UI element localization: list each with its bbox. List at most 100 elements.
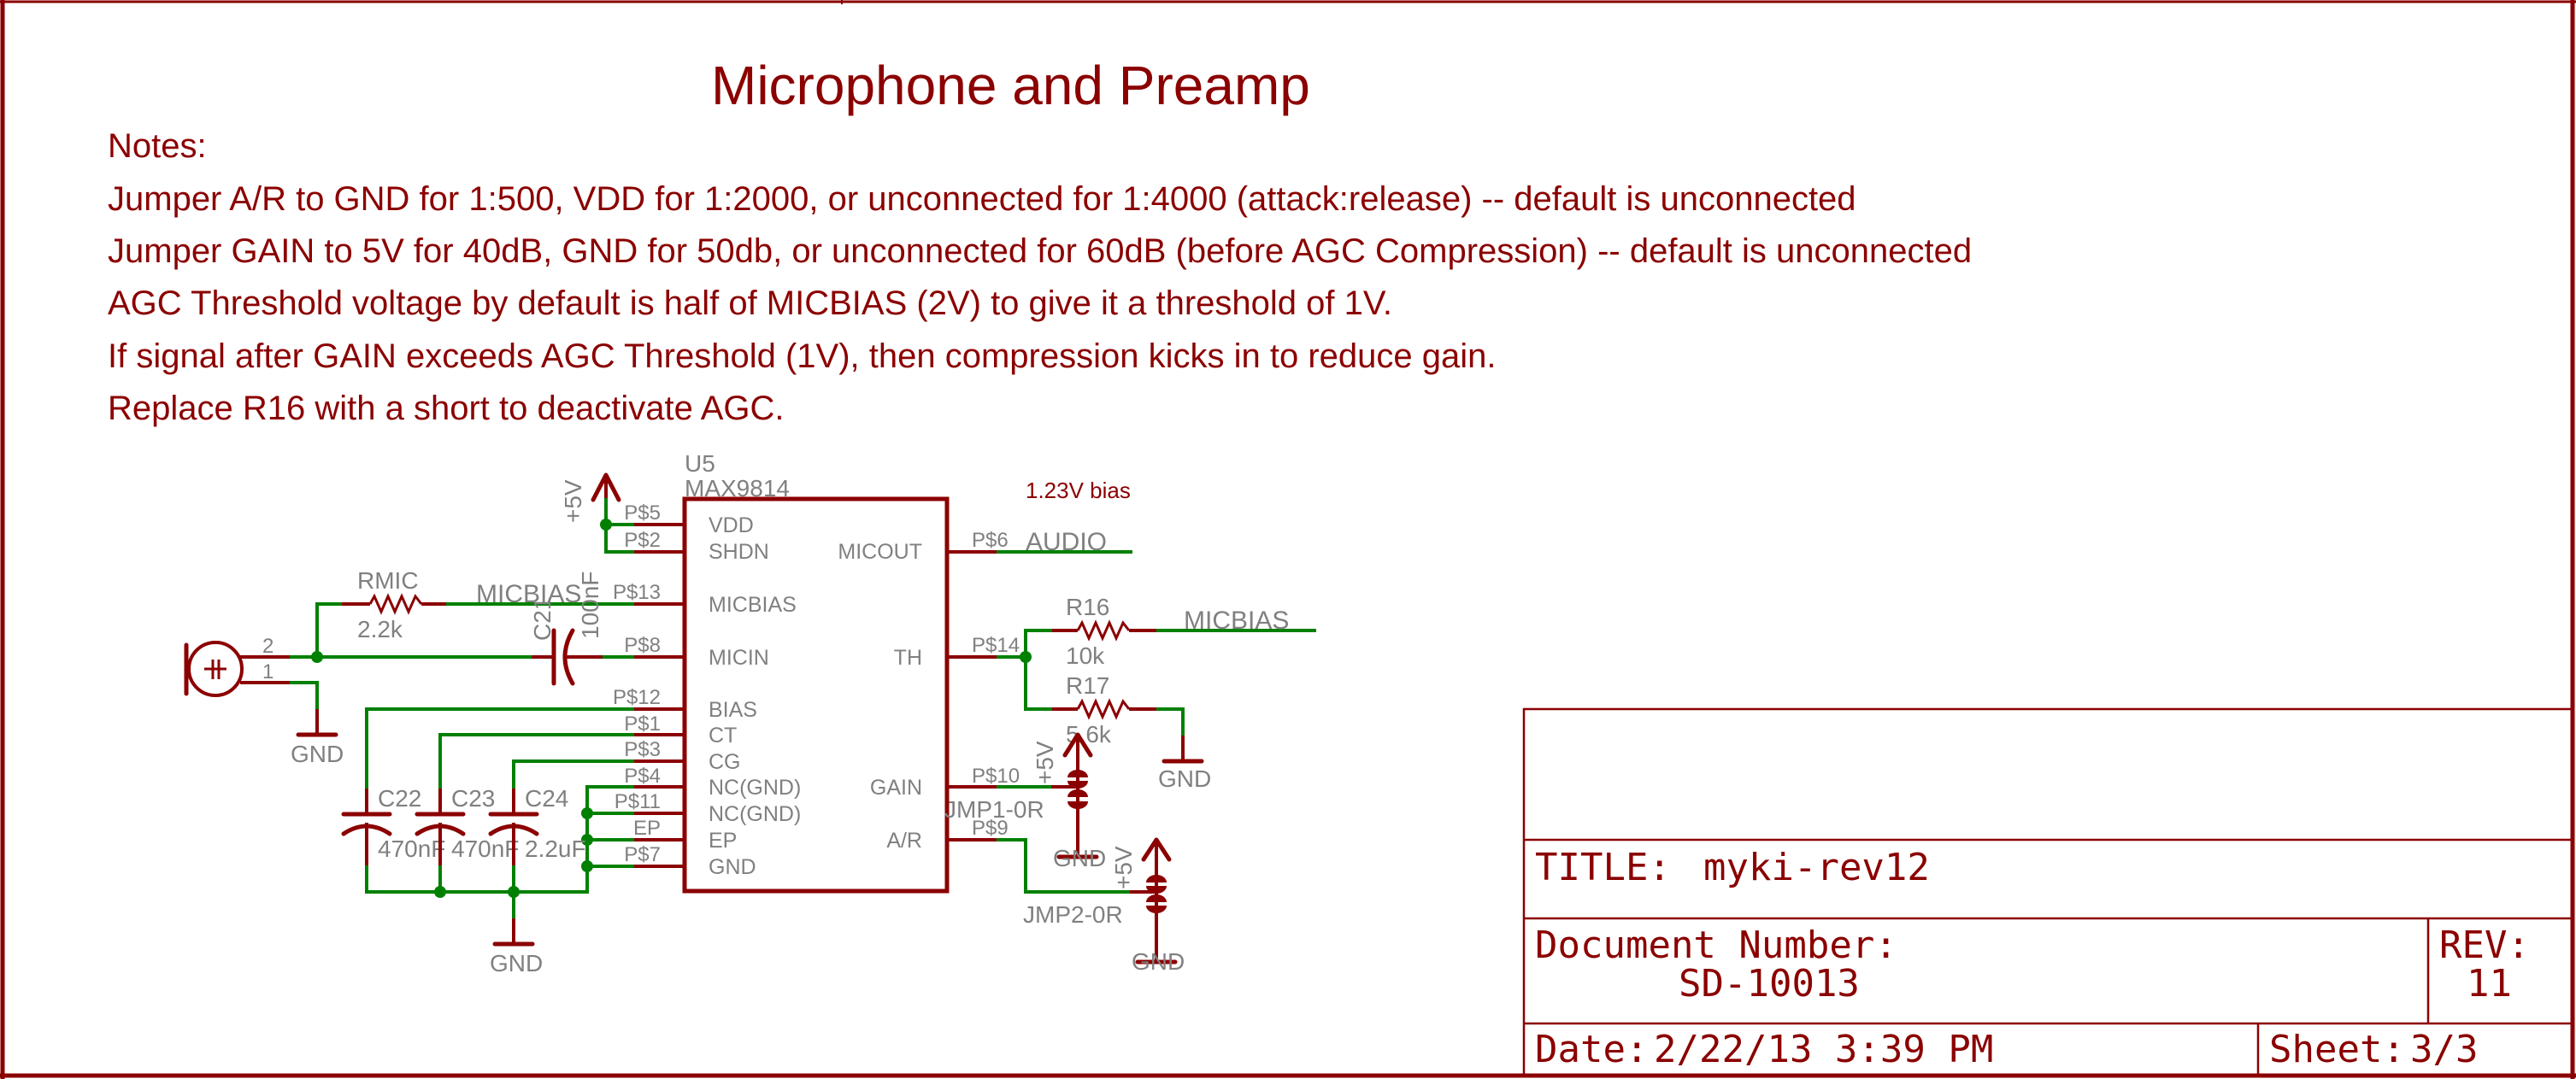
doc-number-label: Document Number: [1535,924,1897,967]
r17-ref: R17 [1066,672,1109,699]
ic-pin-name: MICOUT [838,540,922,564]
ic-pin-name: CG [709,750,741,774]
vcc-label: +5V [1110,846,1137,889]
resistor-rmic[interactable]: RMIC 2.2k [342,567,448,642]
r16-ref: R16 [1066,594,1109,620]
note-line: If signal after GAIN exceeds AGC Thresho… [108,337,1496,375]
bias-annotation: 1.23V bias [1026,478,1131,503]
c24-value: 2.2uF [525,836,586,862]
sheet-value: 3/3 [2410,1028,2478,1071]
ic-pin-name: BIAS [709,698,757,722]
pin-number: P$2 [624,529,661,552]
ic-pin-name: NC(GND) [709,776,801,800]
pin-number: P$10 [972,765,1020,788]
ic-pin-name: GND [709,855,756,879]
junction-dot [581,834,593,846]
pin-number: P$7 [624,843,661,866]
junction-dot [311,651,323,663]
sheet-label: Sheet: [2269,1028,2405,1071]
c23-value: 470nF [451,836,519,862]
junction-dot [508,886,520,898]
notes-label: Notes: [108,127,207,165]
sheet-heading: Microphone and Preamp [711,55,1310,116]
pin-number: P$12 [613,686,661,709]
microphone[interactable]: 2 1 [184,635,291,697]
rmic-ref: RMIC [357,567,419,594]
r16-value: 10k [1066,642,1105,669]
junction-dot [581,860,593,872]
pin-number: P$3 [624,738,661,761]
pin-number: P$8 [624,634,661,657]
vcc-label: +5V [560,479,586,523]
c22-ref: C22 [378,785,421,812]
gnd-mic: GND [290,681,344,767]
capacitor-c22[interactable]: C22 470nF [341,785,445,865]
capacitor-c23[interactable]: C23 470nF [415,785,519,865]
rev-label: REV: [2439,924,2530,967]
th-net: MICBIAS GND [997,607,1316,792]
jmp2-ref: JMP2-0R [1023,901,1123,928]
jumper-jmp2[interactable]: +5V JMP2-0R GND [997,837,1185,975]
rmic-value: 2.2k [357,616,403,642]
ic-pin-name: GAIN [870,776,922,800]
title-block: TITLE: myki-rev12 Document Number: SD-10… [1522,707,2574,1077]
ic-ref: U5 [685,450,715,477]
jumper-jmp1[interactable]: +5V JMP1-0R GND [944,732,1106,871]
title-label: TITLE: [1535,846,1671,889]
ic-u5[interactable]: U5 MAX9814 VDD SHDN MICBIAS MICIN BIAS C… [682,450,950,894]
pin-number: P$11 [615,790,661,813]
ic-pin-name: TH [894,646,922,670]
micbias-net-label: MICBIAS [1184,607,1289,635]
c21-ref: C21 [529,597,556,641]
note-line: Jumper GAIN to 5V for 40dB, GND for 50db… [108,232,1972,270]
ic-pin-name: VDD [709,513,754,537]
pin-number: P$5 [624,501,661,525]
ic-pin-name: MICBIAS [709,593,797,617]
junction-dot [434,886,446,898]
gnd-label: GND [1132,948,1185,975]
notes-block: Notes: Jumper A/R to GND for 1:500, VDD … [108,127,1972,427]
ic-pin-name: SHDN [709,540,769,564]
vcc-label: +5V [1032,741,1058,784]
pin-number: P$14 [972,634,1020,657]
pin-number: P$4 [624,765,661,788]
mic-pin2: 2 [262,635,273,658]
ic-part: MAX9814 [685,475,790,501]
note-line: Replace R16 with a short to deactivate A… [108,390,785,427]
pin-number: P$9 [972,817,1009,840]
resistor-r16[interactable]: R16 10k [1052,594,1156,669]
c22-value: 470nF [378,836,445,862]
audio-net-label: AUDIO [1026,528,1107,556]
gnd-label: GND [1158,765,1211,792]
rev-value: 11 [2467,962,2512,1006]
ic-pin-name: MICIN [709,646,769,670]
junction-dot [581,807,593,819]
capacitor-c21[interactable]: C21 100nF [529,572,603,686]
cap-nets: GND [365,707,634,976]
ic-pin-name: NC(GND) [709,802,801,826]
mic-pin1: 1 [262,660,273,683]
title-value: myki-rev12 [1703,846,1930,889]
gnd-label: GND [490,950,543,976]
note-line: Jumper A/R to GND for 1:500, VDD for 1:2… [108,180,1856,218]
ic-pin-name: CT [709,724,737,748]
ic-right-pins: P$6 P$14 P$10 P$9 [947,529,1020,842]
c24-ref: C24 [525,785,568,812]
micbias-net-left: MICBIAS [446,580,634,608]
vcc-supply-u5: +5V [560,472,634,554]
junction-dot [600,519,612,531]
resistor-r17[interactable]: R17 5.6k [1052,672,1156,748]
gnd-label: GND [1053,845,1106,871]
capacitor-c24[interactable]: C24 2.2uF [488,785,586,865]
c21-value: 100nF [577,572,603,639]
jmp1-ref: JMP1-0R [944,796,1044,823]
ic-left-pins: P$5 P$2 P$13 P$8 P$12 P$1 P$3 P$4 P$11 E… [613,501,685,868]
c23-ref: C23 [451,785,495,812]
pin-number: P$1 [624,712,661,736]
ic-pin-name: A/R [886,829,922,853]
micin-net [290,602,634,663]
pin-number: EP [633,817,661,840]
ic-pin-name: EP [709,829,737,853]
